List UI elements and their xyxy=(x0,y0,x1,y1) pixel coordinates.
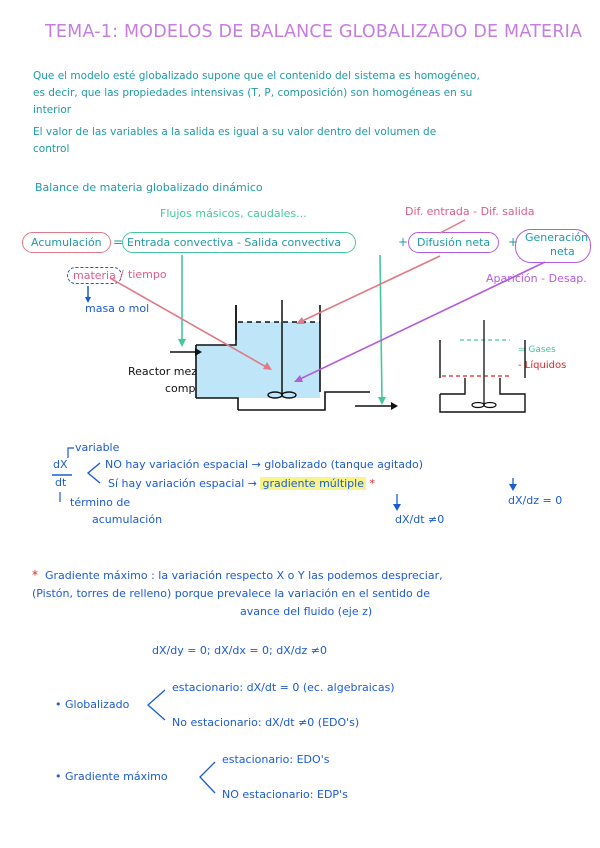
grad-brace xyxy=(199,761,216,794)
gases-label: = Gases xyxy=(518,345,556,355)
tiempo-label: tiempo xyxy=(128,268,167,281)
entrada-term: Entrada convectiva xyxy=(127,236,234,249)
reactor-label-1: Reactor mezcla xyxy=(128,365,213,378)
glob-no-estacionario: No estacionario: dX/dt ≠0 (EDO's) xyxy=(172,716,360,729)
dx-label: dX xyxy=(53,458,68,471)
small-reactor xyxy=(439,340,526,413)
reactor-liquid-inlet xyxy=(196,345,236,398)
gradiente-equations: dX/dy = 0; dX/dx = 0; dX/dz ≠0 xyxy=(152,644,327,657)
plus-sign-2: + xyxy=(508,235,519,249)
gradiente-star: * xyxy=(32,568,38,582)
reactor-outlet-left xyxy=(196,397,239,410)
intro-line-3: interior xyxy=(33,104,72,116)
plus-sign-1: + xyxy=(398,235,409,249)
page-title: TEMA-1: MODELOS DE BALANCE GLOBALIZADO D… xyxy=(45,22,583,42)
intro-line-5: control xyxy=(33,143,70,155)
grad-label: • Gradiente máximo xyxy=(55,770,168,783)
dxdz-eq: dX/dz = 0 xyxy=(508,494,563,507)
liquidos-label: - Líquidos xyxy=(518,360,567,371)
termino-label-2: acumulación xyxy=(92,513,163,526)
dt-label: dt xyxy=(55,476,67,489)
dif-label: Dif. entrada - Dif. salida xyxy=(405,205,535,218)
gradiente-line-1: Gradiente máximo : la variación respecto… xyxy=(45,569,443,582)
dif-pointer-arrow xyxy=(439,219,466,234)
variable-label: variable xyxy=(75,441,120,454)
pink-arrow-dif xyxy=(299,255,441,323)
salida-term: Salida convectiva xyxy=(244,236,342,249)
glob-estacionario: estacionario: dX/dt = 0 (ec. algebraicas… xyxy=(172,681,395,694)
aparicion-label: Aparición - Desap. xyxy=(486,272,587,285)
dxdt-neq: dX/dt ≠0 xyxy=(395,513,445,526)
difusion-term: Difusión neta xyxy=(408,232,500,253)
si-variacion: Sí hay variación espacial → gradiente mú… xyxy=(108,477,375,490)
green-arrow-out xyxy=(379,254,383,401)
reactor-bottom xyxy=(238,391,370,411)
gradiente-line-3: avance del fluido (eje z) xyxy=(240,605,373,618)
gradiente-multiple-highlight: gradiente múltiple xyxy=(260,477,366,490)
grad-estacionario: estacionario: EDO's xyxy=(222,753,330,766)
acumulacion-term: Acumulación xyxy=(22,232,111,253)
violet-arrow-gen xyxy=(297,261,546,381)
gradiente-line-2: (Pistón, torres de relleno) porque preva… xyxy=(32,587,430,600)
reactor-liquid xyxy=(236,322,320,398)
masa-label: masa o mol xyxy=(85,302,150,315)
glob-label: • Globalizado xyxy=(55,698,130,711)
intro-line-1: Que el modelo esté globalizado supone qu… xyxy=(33,70,480,82)
flujos-label: Flujos másicos, caudales... xyxy=(160,207,307,220)
intro-line-2: es decir, que las propiedades intensivas… xyxy=(33,87,473,99)
generacion-term: Generación neta xyxy=(515,229,591,263)
slash: / xyxy=(120,268,124,281)
minus-sign: - xyxy=(236,236,241,249)
materia-label: materia xyxy=(67,267,122,284)
derivative-brace xyxy=(86,462,101,484)
glob-brace xyxy=(147,689,166,721)
no-variacion: NO hay variación espacial → globalizado … xyxy=(105,458,424,471)
intro-line-4: El valor de las variables a la salida es… xyxy=(33,126,437,138)
pink-arrow-acum xyxy=(109,277,269,369)
termino-label-1: término de xyxy=(70,496,131,509)
grad-no-estacionario: NO estacionario: EDP's xyxy=(222,788,348,801)
convectiva-group: Entrada convectiva - Salida convectiva xyxy=(122,232,357,253)
star-mark: * xyxy=(369,477,376,490)
agitator-blade-right xyxy=(281,391,297,399)
equals-sign: = xyxy=(113,235,124,249)
balance-heading: Balance de materia globalizado dinámico xyxy=(35,181,263,194)
